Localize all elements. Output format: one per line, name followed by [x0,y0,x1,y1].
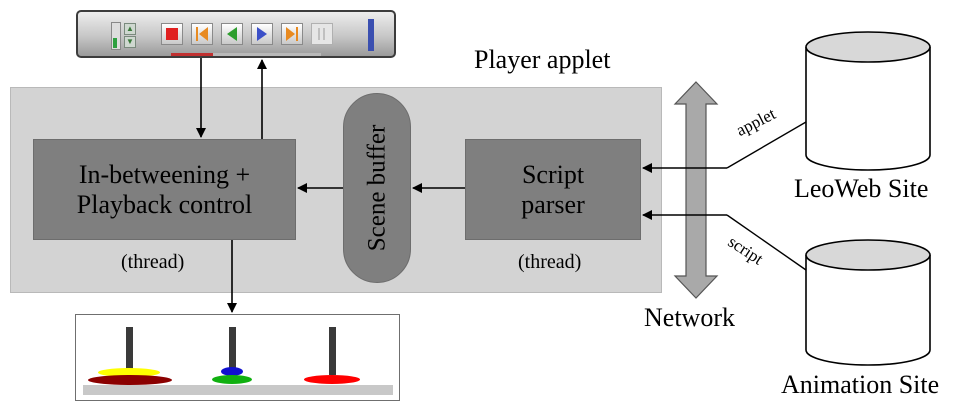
peg-right [329,327,336,375]
disk-green [212,375,252,384]
pause-button[interactable] [311,23,333,45]
volume-slider[interactable] [111,22,121,50]
parser-line2: parser [521,189,585,219]
player-toolbar: ▲ ▼ [76,10,396,58]
peg-left [126,327,133,375]
applet-link-line [726,121,807,169]
disk-blue [221,367,243,376]
script-parser-module: Script parser [465,139,641,240]
scene-buffer [343,93,411,283]
inbetween-thread-label: (thread) [121,251,185,273]
end-marker [368,19,374,51]
leoweb-database-icon [805,31,931,171]
step-back-button[interactable] [221,23,243,45]
volume-up-icon[interactable]: ▲ [124,23,136,35]
leoweb-site-label: LeoWeb Site [794,174,929,203]
progress-fill [171,53,213,56]
player-applet-title: Player applet [474,45,611,74]
animation-preview [75,314,400,401]
animation-database-icon [805,239,931,366]
progress-track[interactable] [171,53,321,56]
stop-button[interactable] [161,23,183,45]
inbetweening-playback-module: In-betweening + Playback control [33,139,296,240]
skip-to-start-button[interactable] [191,23,213,45]
peg-middle [229,327,236,375]
inbetween-line2: Playback control [76,189,253,219]
play-forward-button[interactable] [251,23,273,45]
inbetween-line1: In-betweening + [78,159,251,189]
network-label: Network [644,303,735,332]
parser-line1: Script [521,159,585,189]
skip-end-icon [286,27,298,41]
pause-icon [318,28,325,40]
stop-icon [166,28,178,40]
disk-darkred [88,375,172,385]
volume-down-icon[interactable]: ▼ [124,36,136,48]
network-arrow [673,81,719,299]
ground-base [83,385,393,395]
disk-yellow [98,368,160,377]
skip-to-end-button[interactable] [281,23,303,45]
play-icon [257,27,267,41]
animation-site-label: Animation Site [781,370,940,399]
parser-thread-label: (thread) [518,251,582,273]
step-back-icon [227,27,237,41]
disk-red [304,375,360,384]
skip-start-icon [196,27,208,41]
script-link-line [726,214,807,271]
